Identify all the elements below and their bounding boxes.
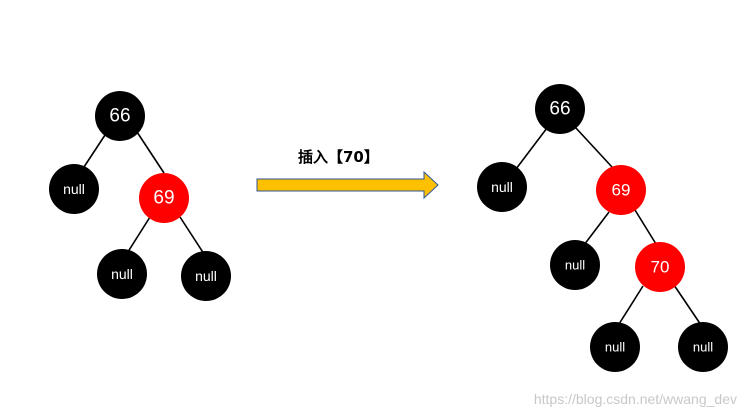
node-circle [139,173,189,223]
node-circle [181,251,231,301]
before-tree: 66 null 69 null null [49,91,231,301]
node-circle [477,162,527,212]
node-label: 66 [109,106,130,127]
right-arrow-icon [256,170,439,200]
tree-node-66: 66 [535,84,585,134]
node-circle [596,165,646,215]
tree-node-66: 66 [95,91,145,141]
insert-operation: 插入【70】 [256,148,439,200]
node-label: 69 [612,181,631,200]
operation-label: 插入【70】 [298,148,379,166]
node-circle [49,164,99,214]
node-label: null [693,340,713,355]
edge-66-null-left [515,127,548,170]
edge-69-null-right [179,216,207,258]
node-circle [678,322,728,372]
node-circle [550,240,600,290]
edge-69-null-left [583,211,610,246]
node-label: 66 [549,99,570,120]
edge-66-null-left [81,131,108,171]
node-circle [590,322,640,372]
tree-node-null: null [181,251,231,301]
edge-70-null-right [673,284,702,326]
node-label: null [63,181,85,197]
node-label: 70 [651,258,670,277]
tree-node-null: null [678,322,728,372]
tree-node-null: null [590,322,640,372]
watermark-url: https://blog.csdn.net/wwang_dev [534,391,737,407]
node-circle [635,242,685,292]
edge-69-null-left [125,216,151,256]
tree-node-null: null [49,164,99,214]
tree-node-70: 70 [635,242,685,292]
node-label: null [565,258,585,273]
node-label: null [491,179,513,195]
edge-69-70 [634,209,657,245]
tree-node-null: null [477,162,527,212]
node-label: null [195,268,217,284]
tree-node-null: null [97,249,147,299]
node-circle [95,91,145,141]
node-circle [97,249,147,299]
tree-node-69: 69 [139,173,189,223]
edge-66-69 [574,126,613,168]
node-label: 69 [153,188,174,209]
node-label: null [605,340,625,355]
tree-node-null: null [550,240,600,290]
after-tree: 66 null 69 null 70 [477,84,728,372]
node-circle [535,84,585,134]
edge-66-69 [136,131,165,174]
tree-node-69: 69 [596,165,646,215]
edge-70-null-left [618,285,644,325]
node-label: null [111,266,133,282]
